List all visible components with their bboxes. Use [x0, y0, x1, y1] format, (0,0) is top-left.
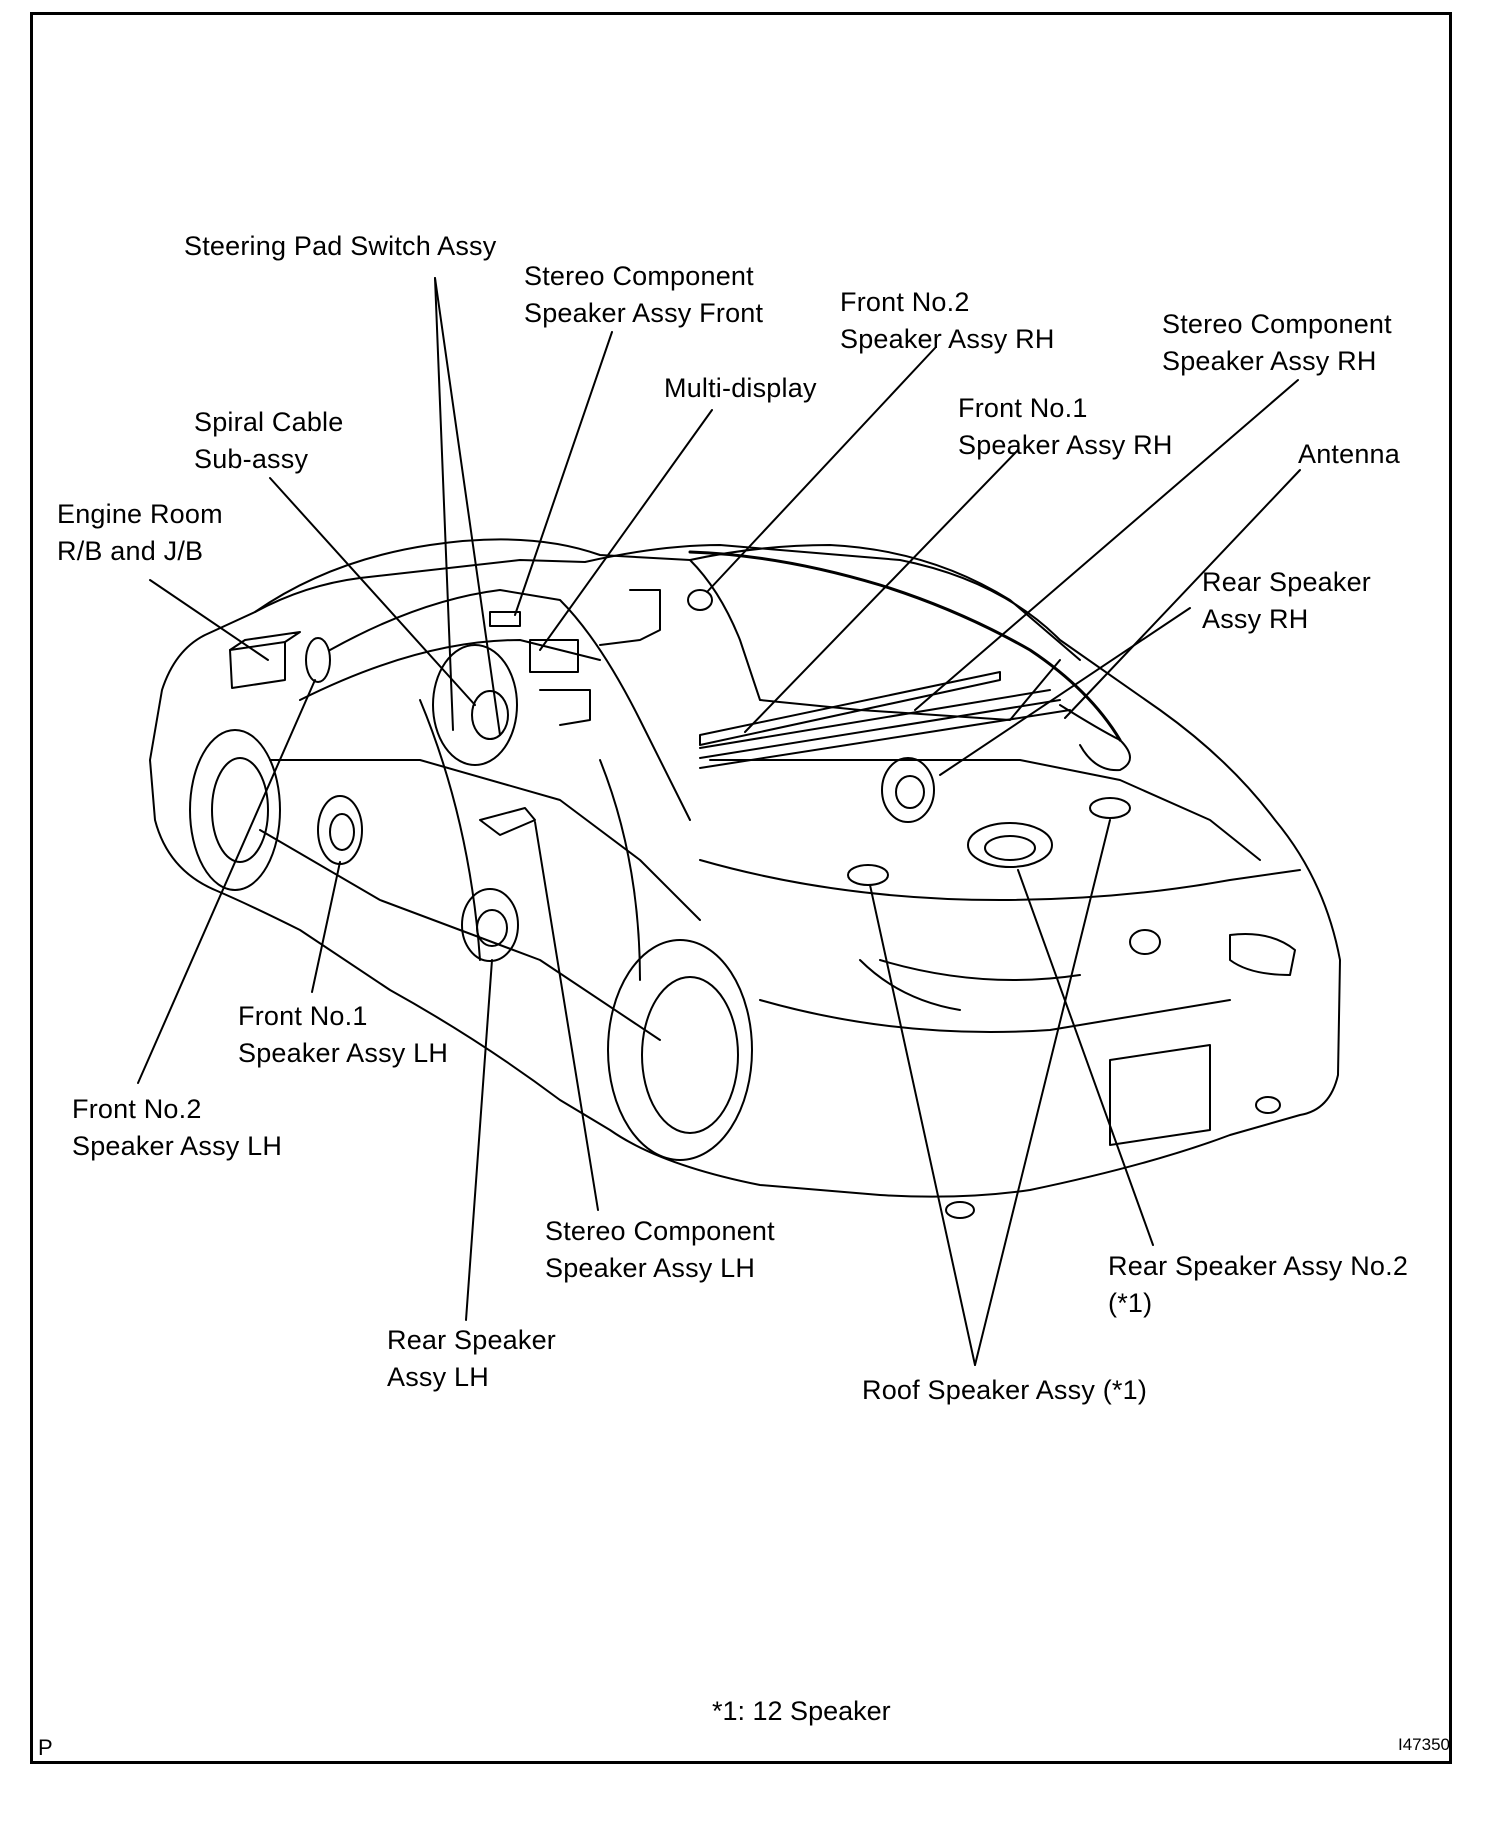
label-front-no2-rh: Front No.2 Speaker Assy RH: [840, 284, 1055, 358]
label-antenna: Antenna: [1298, 436, 1400, 473]
label-line: Assy LH: [387, 1362, 489, 1392]
front-no1-speaker-lh: [317, 795, 363, 865]
roof-speaker-right: [1089, 797, 1131, 819]
label-line: Front No.1: [958, 393, 1088, 423]
roof-speaker-left: [847, 864, 889, 886]
stereo-speaker-lh: [479, 807, 536, 836]
label-line: Speaker Assy LH: [238, 1038, 449, 1068]
label-front-no1-rh: Front No.1 Speaker Assy RH: [958, 390, 1173, 464]
label-stereo-component-front: Stereo Component Speaker Assy Front: [524, 258, 763, 332]
car-body-outline: [149, 544, 1341, 1198]
front-no2-speaker-rh: [687, 589, 713, 611]
multi-display-unit: [529, 639, 579, 673]
rear-speaker-no2: [967, 822, 1053, 868]
corner-letter: P: [38, 1735, 53, 1760]
label-line: Steering Pad Switch Assy: [184, 231, 497, 261]
front-no2-speaker-lh: [305, 637, 331, 683]
label-line: Engine Room: [57, 499, 223, 529]
label-line: Front No.2: [72, 1094, 202, 1124]
label-line: Speaker Assy Front: [524, 298, 764, 328]
figure-code: I47350: [1398, 1735, 1450, 1754]
label-line: Stereo Component: [545, 1216, 775, 1246]
label-steering-pad-switch: Steering Pad Switch Assy: [184, 228, 496, 265]
antenna-wire: [688, 550, 1122, 742]
label-line: Roof Speaker Assy (*1): [862, 1375, 1148, 1405]
label-front-no1-lh: Front No.1 Speaker Assy LH: [238, 998, 448, 1072]
label-line: Assy RH: [1202, 604, 1309, 634]
label-stereo-component-lh: Stereo Component Speaker Assy LH: [545, 1213, 775, 1287]
label-line: Rear Speaker: [387, 1325, 556, 1355]
label-line: (*1): [1108, 1288, 1153, 1318]
rear-speaker-rh: [881, 757, 935, 823]
label-roof-speaker: Roof Speaker Assy (*1): [862, 1372, 1147, 1409]
diagram-frame: [30, 12, 1452, 1764]
label-line: Sub-assy: [194, 444, 309, 474]
label-line: Antenna: [1298, 439, 1400, 469]
label-line: Stereo Component: [524, 261, 754, 291]
label-line: Speaker Assy RH: [958, 430, 1173, 460]
label-front-no2-lh: Front No.2 Speaker Assy LH: [72, 1091, 282, 1165]
label-rear-speaker-no2: Rear Speaker Assy No.2 (*1): [1108, 1248, 1408, 1322]
label-line: Speaker Assy LH: [72, 1131, 283, 1161]
label-line: Stereo Component: [1162, 309, 1392, 339]
label-engine-room: Engine Room R/B and J/B: [57, 496, 223, 570]
label-line: Spiral Cable: [194, 407, 344, 437]
label-line: Front No.2: [840, 287, 970, 317]
label-line: Multi-display: [664, 373, 817, 403]
label-line: Speaker Assy LH: [545, 1253, 756, 1283]
label-line: Speaker Assy RH: [1162, 346, 1377, 376]
rear-wheel: [607, 939, 753, 1161]
label-line: Front No.1: [238, 1001, 368, 1031]
label-rear-speaker-rh: Rear Speaker Assy RH: [1202, 564, 1371, 638]
label-multi-display: Multi-display: [664, 370, 817, 407]
label-line: R/B and J/B: [57, 536, 204, 566]
stereo-speaker-front: [489, 611, 521, 627]
label-stereo-component-rh: Stereo Component Speaker Assy RH: [1162, 306, 1392, 380]
label-line: Rear Speaker: [1202, 567, 1371, 597]
label-rear-speaker-lh: Rear Speaker Assy LH: [387, 1322, 556, 1396]
car-roof-outline: [254, 538, 1081, 661]
engine-room-box: [229, 641, 286, 689]
label-spiral-cable: Spiral Cable Sub-assy: [194, 404, 343, 478]
rear-speaker-lh: [461, 888, 519, 962]
label-line: Speaker Assy RH: [840, 324, 1055, 354]
steering-wheel: [432, 644, 518, 766]
footnote: *1: 12 Speaker: [712, 1696, 891, 1726]
front-wheel: [189, 729, 281, 891]
label-line: Rear Speaker Assy No.2: [1108, 1251, 1409, 1281]
